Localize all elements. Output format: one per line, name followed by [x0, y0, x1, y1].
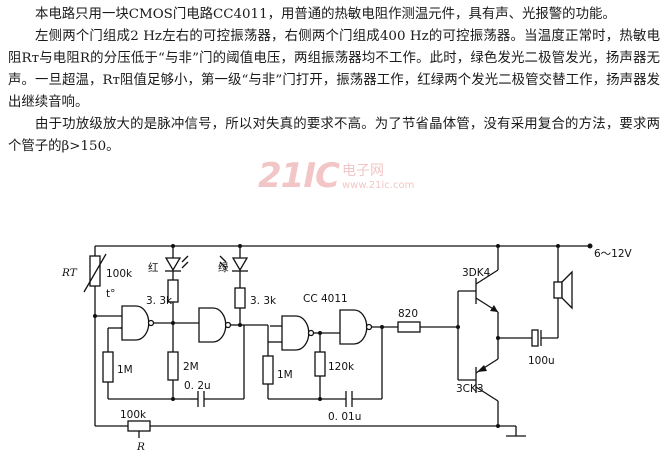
- thermistor-temp-mark: t°: [106, 288, 115, 300]
- resistor-1m-b-label: 1M: [277, 369, 293, 381]
- resistor-green-3k3: [234, 287, 246, 325]
- gate1-input-wiring: [102, 327, 190, 400]
- article-text: 本电路只用一块CMOS门电路CC4011，用普通的热敏电阻作测温元件，具有声、光…: [8, 4, 660, 158]
- oscillator-link: [244, 324, 282, 343]
- watermark-url: www.21ic.com: [342, 180, 415, 191]
- resistor-red-3k3: [167, 279, 179, 325]
- nand-gate-1: [120, 305, 173, 341]
- ic-label: CC 4011: [303, 293, 348, 305]
- capacitor-100u: [498, 329, 558, 347]
- resistor-120k-label: 120k: [328, 361, 355, 373]
- watermark-site-name: 电子网: [342, 163, 384, 179]
- supply-rail: [95, 243, 593, 249]
- resistor-1m-a-label: 1M: [117, 364, 133, 376]
- resistor-820-label: 820: [398, 308, 418, 320]
- transistor-top-label: 3DK4: [462, 267, 491, 279]
- speaker: [553, 246, 573, 338]
- transistor-pnp-3ck3: [475, 336, 500, 426]
- nand-gate-2: [173, 307, 244, 343]
- gate3-input-wiring: [262, 325, 320, 400]
- resistor-2m-label: 2M: [183, 361, 199, 373]
- nand-gate-3: [281, 315, 322, 351]
- transistor-npn-3dk4: [475, 246, 499, 338]
- paragraph-amplifier: 由于功放级放大的是脉冲信号，所以对失真的要求不高。为了节省晶体管，没有采用复合的…: [8, 117, 660, 154]
- red-led-label: 红: [148, 261, 159, 274]
- resistor-green-label: 3. 3k: [250, 295, 277, 307]
- potentiometer-r: [127, 420, 151, 438]
- site-watermark: 21IC 电子网 www.21ic.com: [258, 156, 414, 200]
- thermistor-value: 100k: [106, 268, 133, 280]
- capacitor-100u-label: 100u: [528, 355, 555, 367]
- transistor-bottom-label: 3CK3: [456, 383, 484, 395]
- supply-voltage-label: 6～12V: [594, 248, 633, 260]
- paragraph-intro: 本电路只用一块CMOS门电路CC4011，用普通的热敏电阻作测温元件，具有声、光…: [35, 7, 616, 22]
- pot-name-label: R: [136, 441, 145, 453]
- thermistor: [83, 246, 107, 316]
- resistor-120k: [314, 333, 326, 401]
- capacitor-0-2u: [190, 325, 245, 407]
- green-led: [219, 246, 249, 288]
- resistor-820: [397, 321, 458, 333]
- capacitor-0-01u-label: 0. 01u: [328, 411, 361, 423]
- nand-gate-4: [320, 309, 398, 345]
- pot-value-label: 100k: [120, 409, 147, 421]
- red-led: [164, 246, 189, 280]
- thermistor-label: RT: [61, 267, 78, 279]
- paragraph-operation: 左侧两个门组成2 Hz左右的可控振荡器，右侧两个门组成400 Hz的可控振荡器。…: [8, 29, 660, 110]
- divider-wiring: [93, 314, 516, 427]
- ground-symbol: [496, 424, 526, 437]
- green-led-label: 绿: [218, 261, 229, 274]
- watermark-logo: 21IC: [258, 156, 340, 196]
- resistor-red-label: 3. 3k: [146, 295, 173, 307]
- capacitor-0-01u: [320, 326, 383, 407]
- resistor-2m: [167, 323, 179, 401]
- base-drive: [456, 290, 476, 381]
- capacitor-0-2u-label: 0. 2u: [184, 380, 211, 392]
